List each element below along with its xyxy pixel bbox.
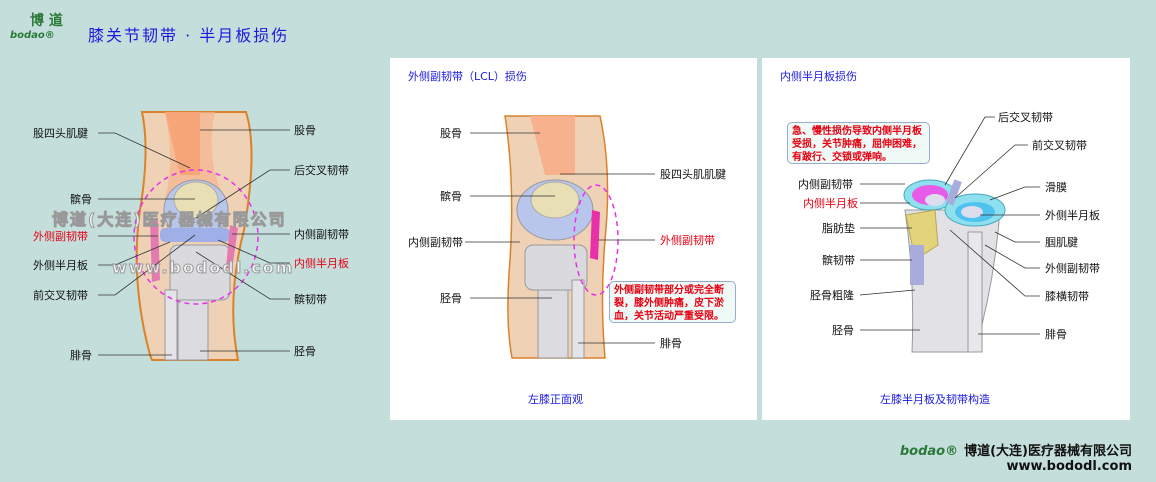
label-patellar-ligament: 髌韧带 bbox=[294, 293, 327, 306]
label-synovium: 滑膜 bbox=[1045, 181, 1067, 194]
footer-url: www.bododl.com bbox=[1006, 459, 1133, 474]
label-tibia: 胫骨 bbox=[440, 292, 462, 305]
page-title: 膝关节韧带 · 半月板损伤 bbox=[88, 26, 290, 45]
label-acl: 前交叉韧带 bbox=[33, 289, 88, 302]
label-lateral-collateral-ligament: 外侧副韧带 bbox=[1045, 262, 1100, 275]
label-tibia: 胫骨 bbox=[832, 324, 854, 337]
label-femur: 股骨 bbox=[440, 127, 462, 140]
label-tibia: 胫骨 bbox=[294, 345, 316, 358]
panel-title: 内侧半月板损伤 bbox=[780, 70, 857, 83]
label-lateral-meniscus: 外侧半月板 bbox=[1045, 209, 1100, 222]
footer-brand: bodao® bbox=[899, 444, 959, 459]
label-fibula: 腓骨 bbox=[660, 337, 682, 350]
panel-title: 外侧副韧带（LCL）损伤 bbox=[408, 70, 527, 83]
label-lateral-meniscus: 外侧半月板 bbox=[33, 259, 88, 272]
label-medial-collateral-ligament: 内侧副韧带 bbox=[294, 228, 349, 241]
label-medial-collateral-ligament: 内侧副韧带 bbox=[408, 236, 463, 249]
caption-meniscus-structure: 左膝半月板及韧带构造 bbox=[880, 393, 990, 406]
label-pcl: 后交叉韧带 bbox=[998, 111, 1053, 124]
watermark-url: www.bododl.com bbox=[111, 258, 295, 278]
label-popliteus-tendon: 腘肌腱 bbox=[1045, 236, 1078, 249]
label-femur: 股骨 bbox=[294, 124, 316, 137]
meniscus-injury-callout: 急、慢性损伤导致内侧半月板受损，关节肿痛，屈伸困难，有跛行、交锁或弹响。 bbox=[787, 122, 930, 164]
label-patellar-ligament: 髌韧带 bbox=[822, 254, 855, 267]
label-patella: 髌骨 bbox=[70, 193, 92, 206]
label-fibula: 腓骨 bbox=[1045, 328, 1067, 341]
bodao-logo: 博 道 bodao® bbox=[10, 10, 66, 44]
footer-company: bodao® 博道(大连)医疗器械有限公司 bbox=[900, 440, 1132, 459]
lcl-injury-callout: 外侧副韧带部分或完全断裂，膝外侧肿痛，皮下淤血，关节活动严重受限。 bbox=[609, 281, 736, 323]
label-fibula: 腓骨 bbox=[70, 349, 92, 362]
label-pcl: 后交叉韧带 bbox=[294, 164, 349, 177]
caption-front-view: 左膝正面观 bbox=[528, 393, 583, 406]
logo-glyph: 博 道 bbox=[30, 13, 63, 29]
label-fat-pad: 脂肪垫 bbox=[822, 222, 855, 235]
label-medial-meniscus: 内侧半月板 bbox=[803, 197, 858, 210]
label-quadriceps-tendon: 股四头肌肌腱 bbox=[660, 168, 726, 181]
label-transverse-ligament: 膝横韧带 bbox=[1045, 290, 1089, 303]
label-quadriceps-tendon: 股四头肌腱 bbox=[33, 127, 88, 140]
logo-text: bodao® bbox=[10, 30, 55, 41]
label-patella: 髌骨 bbox=[440, 190, 462, 203]
label-medial-meniscus: 内侧半月板 bbox=[294, 257, 349, 270]
label-lateral-collateral-ligament: 外侧副韧带 bbox=[33, 230, 88, 243]
label-tibial-tuberosity: 胫骨粗隆 bbox=[810, 289, 854, 302]
label-medial-collateral-ligament: 内侧副韧带 bbox=[798, 178, 853, 191]
footer-company-name: 博道(大连)医疗器械有限公司 bbox=[964, 444, 1132, 459]
label-acl: 前交叉韧带 bbox=[1032, 139, 1087, 152]
watermark-company: 博道(大连)医疗器械有限公司 bbox=[52, 210, 287, 230]
label-lateral-collateral-ligament: 外侧副韧带 bbox=[660, 234, 715, 247]
